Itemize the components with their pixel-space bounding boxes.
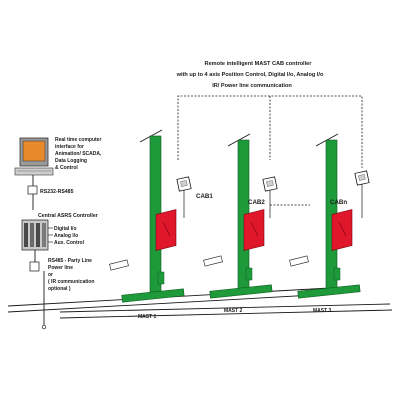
fork-1 bbox=[109, 259, 129, 271]
cab-n-controller-icon bbox=[354, 170, 370, 186]
header-line-2: with up to 4 axis Position Control, Digi… bbox=[176, 72, 324, 78]
cab-n-label: CABn bbox=[330, 199, 347, 206]
mast-1: CAB1 MAST 1 bbox=[109, 129, 213, 320]
bus-interface-icon bbox=[29, 261, 40, 272]
bus-note-1: RS485 - Party Line bbox=[48, 258, 92, 264]
mast-3-base bbox=[297, 284, 361, 299]
cab-2-controller-icon bbox=[262, 176, 278, 192]
mast-2-label: MAST 2 bbox=[224, 308, 243, 314]
computer-label-2: interface for bbox=[55, 144, 84, 150]
bus-note-2: Power line bbox=[48, 265, 73, 271]
controller-io-3: Aux. Control bbox=[54, 240, 85, 246]
bus-note-4: ( IR communication bbox=[48, 279, 94, 285]
mast-1-base bbox=[121, 288, 185, 303]
mast-2-base bbox=[209, 284, 273, 299]
computer-label-5: & Control bbox=[55, 165, 78, 171]
mast-1-label: MAST 1 bbox=[138, 314, 157, 320]
keyboard bbox=[14, 167, 54, 176]
monitor-screen bbox=[22, 140, 46, 162]
header-line-3: IR/ Power line communication bbox=[212, 83, 292, 89]
fork-3 bbox=[289, 255, 309, 267]
rail-back-2 bbox=[7, 293, 333, 313]
computer-icon bbox=[14, 137, 54, 176]
controller-rack-icon bbox=[21, 219, 49, 251]
link-label: RS232-RS485 bbox=[40, 189, 74, 195]
mast-3: CABn MAST 3 bbox=[289, 133, 370, 314]
cab-2-label: CAB2 bbox=[248, 199, 265, 206]
comm-lines bbox=[177, 95, 363, 206]
header-line-1: Remote intelligent MAST CAB controller bbox=[205, 61, 313, 67]
bus-note-3: or bbox=[48, 272, 53, 278]
rail-front-2 bbox=[59, 309, 393, 319]
mast-2: CAB2 MAST 2 bbox=[203, 133, 278, 314]
cab-1-body bbox=[155, 209, 177, 251]
cab-1-label: CAB1 bbox=[196, 193, 213, 200]
bus-note-5: optional ) bbox=[48, 286, 71, 292]
controller-io-1: Digital I/o bbox=[54, 226, 77, 232]
mast-3-label: MAST 3 bbox=[313, 308, 332, 314]
fork-2 bbox=[203, 255, 223, 267]
controller-io-2: Analog I/o bbox=[54, 233, 78, 239]
computer-label-4: Data Logging bbox=[55, 158, 87, 164]
rs-converter-icon bbox=[27, 185, 38, 195]
computer-label-3: Animation/ SCADA, bbox=[55, 151, 102, 157]
cab-n-body bbox=[331, 209, 353, 251]
computer-label-1: Real time computer bbox=[55, 137, 101, 143]
rail-front bbox=[59, 303, 391, 313]
controller-title: Central ASRS Controller bbox=[38, 213, 98, 219]
cab-1-controller-icon bbox=[176, 176, 192, 192]
cab-2-body bbox=[243, 209, 265, 251]
